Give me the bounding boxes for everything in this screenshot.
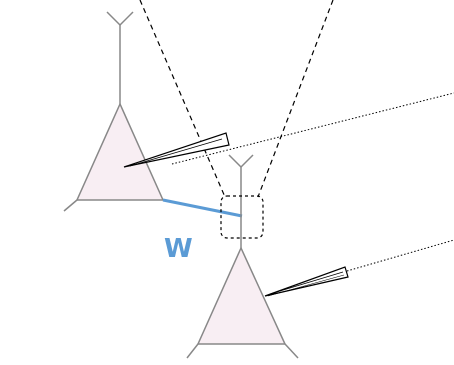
pipette-pre-wire xyxy=(171,92,454,165)
pipette-post-wire xyxy=(346,239,454,272)
pipette-post-inner xyxy=(269,271,344,295)
pipette-pre-inner xyxy=(129,138,223,167)
postsynaptic-basal-dendrite-left xyxy=(186,343,199,359)
postsynaptic-soma xyxy=(196,246,287,345)
postsynaptic-basal-dendrite-right xyxy=(284,343,299,359)
pipette-pre-body xyxy=(123,132,230,168)
recording-pipette-post xyxy=(264,239,454,297)
postsynaptic-dendrite-branch-right xyxy=(240,154,254,168)
presynaptic-soma xyxy=(75,102,165,201)
recording-pipette-pre xyxy=(123,92,454,168)
presynaptic-neuron xyxy=(63,11,165,212)
weight-label: W xyxy=(164,234,193,264)
presynaptic-basal-dendrite-left xyxy=(63,199,78,212)
postsynaptic-neuron xyxy=(186,154,299,359)
pipette-post-body xyxy=(264,266,349,297)
imaging-cone-left-edge xyxy=(139,0,226,198)
pipette-post-inner-2 xyxy=(267,274,345,297)
synapse-box xyxy=(220,195,264,239)
synaptic-weight-axon xyxy=(162,198,243,218)
presynaptic-dendrite-branch-left xyxy=(106,11,121,26)
imaging-cone xyxy=(139,0,334,198)
postsynaptic-dendrite-branch-left xyxy=(228,154,242,168)
presynaptic-dendrite-branch-right xyxy=(119,11,134,26)
imaging-cone-right-edge xyxy=(257,0,334,198)
